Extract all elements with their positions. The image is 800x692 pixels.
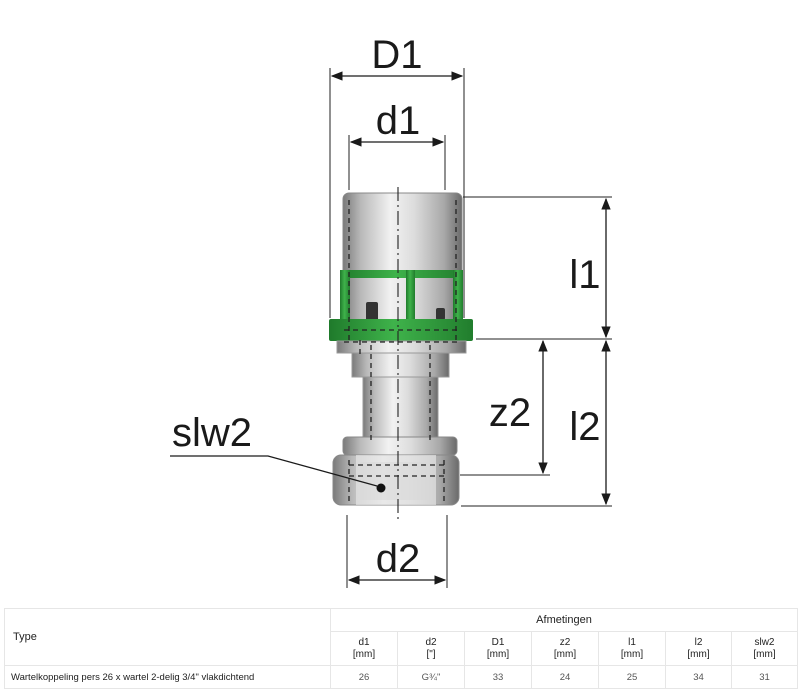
cell-D1: 33 xyxy=(464,665,532,689)
label-d1: d1 xyxy=(376,99,421,143)
column-header-z2: z2[mm] xyxy=(531,631,599,666)
fitting-body xyxy=(329,192,473,506)
table-row: Wartelkoppeling pers 26 x wartel 2-delig… xyxy=(4,665,798,689)
column-header-d2: d2["] xyxy=(397,631,465,666)
cell-d2: G¾" xyxy=(397,665,465,689)
slw2-leader xyxy=(170,455,378,487)
dimension-lines xyxy=(330,71,611,585)
column-header-d1: d1[mm] xyxy=(330,631,398,666)
extension-lines xyxy=(329,68,612,588)
column-header-D1: D1[mm] xyxy=(464,631,532,666)
cell-l1: 25 xyxy=(598,665,666,689)
column-header-l1: l1[mm] xyxy=(598,631,666,666)
label-z2: z2 xyxy=(489,391,531,435)
type-header: Type xyxy=(4,608,331,666)
label-l1: l1 xyxy=(569,253,600,297)
hidden-lines xyxy=(344,200,460,505)
fitting-diagram: D1 d1 l1 z2 l2 slw2 d2 xyxy=(170,33,612,588)
column-header-slw2: slw2[mm] xyxy=(731,631,798,666)
row-type-cell: Wartelkoppeling pers 26 x wartel 2-delig… xyxy=(4,665,331,689)
column-header-l2: l2[mm] xyxy=(665,631,732,666)
cell-l2: 34 xyxy=(665,665,732,689)
cell-z2: 24 xyxy=(531,665,599,689)
dimensions-group-header: Afmetingen xyxy=(330,608,798,632)
label-slw2: slw2 xyxy=(172,411,252,455)
cell-slw2: 31 xyxy=(731,665,798,689)
label-l2: l2 xyxy=(569,405,600,449)
dimensions-table: Type Afmetingen d1[mm] d2["] D1[mm] z2[m… xyxy=(4,608,798,689)
cell-d1: 26 xyxy=(330,665,398,689)
label-d2: d2 xyxy=(376,537,421,581)
label-D1: D1 xyxy=(371,33,422,77)
